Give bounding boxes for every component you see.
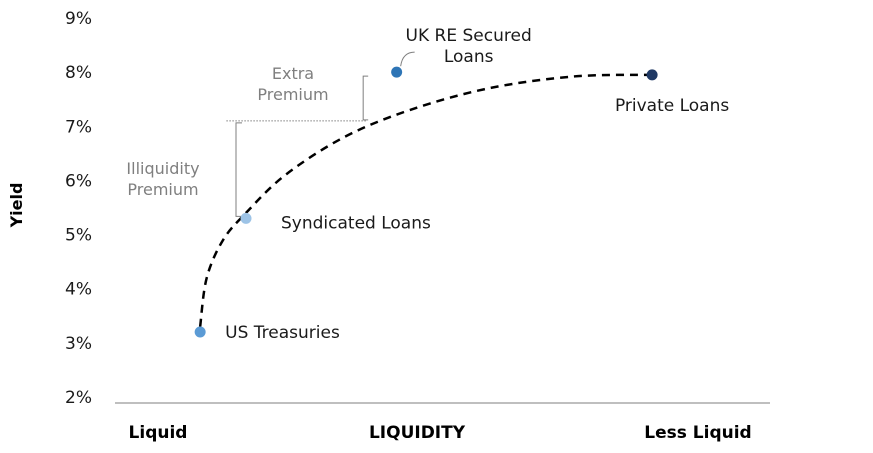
x-axis-left-label: Liquid — [129, 423, 188, 443]
point-syndicated-loans — [240, 212, 252, 224]
point-labels: US Treasuries Syndicated Loans UK RE Secur… — [225, 26, 729, 343]
y-tick-label: 8% — [65, 63, 92, 83]
point-us-treasuries — [194, 326, 206, 338]
uk-re-label-connector — [400, 51, 415, 67]
y-axis: 2% 3% 4% 5% 6% 7% 8% 9% — [65, 9, 92, 408]
extra-premium-bracket — [362, 75, 369, 121]
data-points — [194, 66, 658, 338]
y-tick-label: 9% — [65, 9, 92, 29]
illiquidity-premium-bracket — [235, 122, 242, 217]
label-us-treasuries: US Treasuries — [225, 323, 340, 343]
trend-curve — [198, 73, 653, 327]
x-axis-title: LIQUIDITY — [369, 423, 466, 443]
y-tick-label: 7% — [65, 117, 92, 137]
y-tick-label: 5% — [65, 226, 92, 246]
label-syndicated-loans: Syndicated Loans — [281, 213, 431, 233]
y-tick-label: 6% — [65, 171, 92, 191]
point-uk-re-secured-loans — [391, 66, 403, 78]
y-tick-label: 4% — [65, 280, 92, 300]
y-tick-label: 2% — [65, 388, 92, 408]
y-tick-label: 3% — [65, 334, 92, 354]
x-axis-right-label: Less Liquid — [644, 423, 751, 443]
label-private-loans: Private Loans — [615, 96, 729, 116]
point-private-loans — [646, 69, 658, 81]
y-axis-label: Yield — [7, 183, 26, 229]
